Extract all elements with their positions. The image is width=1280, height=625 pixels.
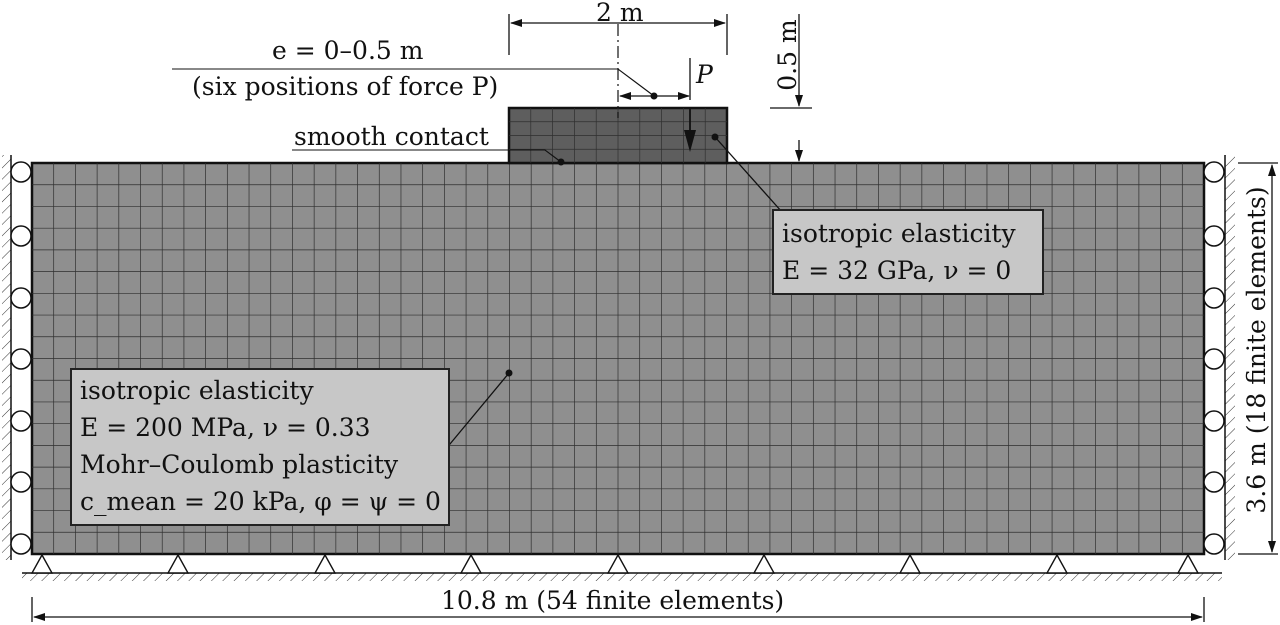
- soil-material-leader: [444, 369, 513, 451]
- footing-material-line1: isotropic elasticity: [782, 219, 1016, 248]
- soil-material-line1: isotropic elasticity: [80, 376, 314, 405]
- force-label: P: [696, 60, 713, 89]
- footing-width-label: 2 m: [596, 0, 644, 27]
- eccentricity-note-label: (six positions of force P): [192, 72, 499, 101]
- footing-height-dimension: [770, 14, 812, 162]
- right-roller-support: [1203, 155, 1235, 560]
- domain-height-label: 3.6 m (18 finite elements): [1242, 186, 1271, 514]
- footing-height-label: 0.5 m: [773, 19, 802, 91]
- footing-material-box: isotropic elasticity E = 32 GPa, ν = 0: [772, 209, 1044, 295]
- soil-material-box: isotropic elasticity E = 200 MPa, ν = 0.…: [70, 368, 450, 526]
- domain-height-dimension: [1238, 162, 1278, 555]
- smooth-contact-label: smooth contact: [294, 122, 489, 151]
- footing-width-dimension: [508, 14, 728, 55]
- smooth-contact-leader: [292, 149, 565, 166]
- footing-material-leader: [711, 133, 783, 213]
- domain-width-dimension: [31, 597, 1205, 622]
- soil-material-line4: c_mean = 20 kPa, φ = ψ = 0: [80, 487, 441, 516]
- bottom-pin-supports: [22, 553, 1222, 581]
- soil-material-line3: Mohr–Coulomb plasticity: [80, 450, 399, 479]
- force-arrow: [684, 108, 696, 152]
- domain-width-label: 10.8 m (54 finite elements): [441, 586, 785, 615]
- eccentricity-dimension: [172, 58, 691, 100]
- left-roller-support: [2, 155, 32, 560]
- footing-material-line2: E = 32 GPa, ν = 0: [782, 256, 1012, 285]
- soil-material-line2: E = 200 MPa, ν = 0.33: [80, 413, 371, 442]
- eccentricity-range-label: e = 0–0.5 m: [272, 36, 424, 65]
